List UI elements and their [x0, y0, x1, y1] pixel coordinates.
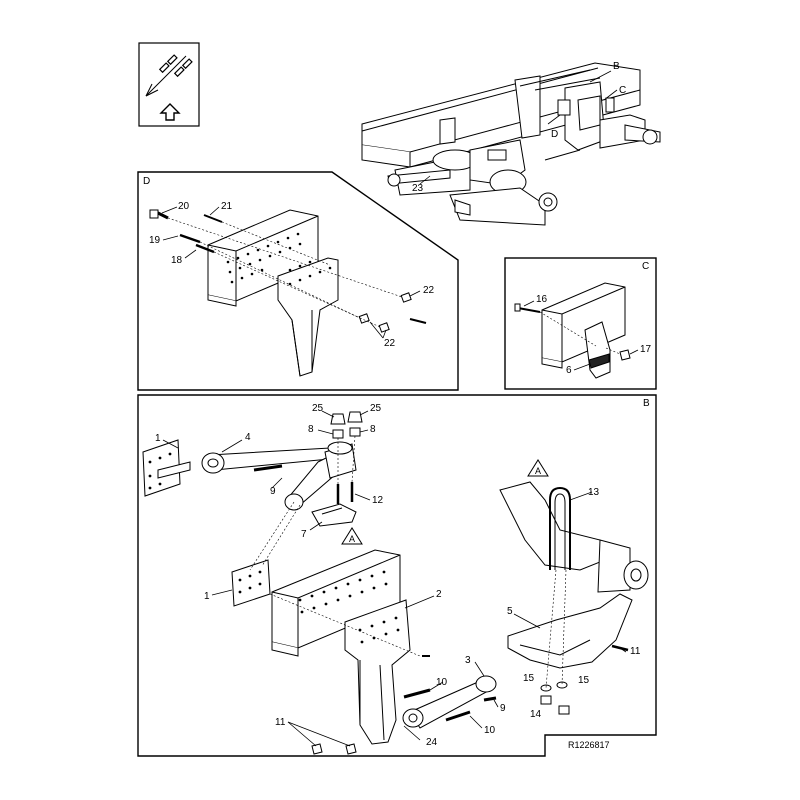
callout-label-7: 7 — [301, 529, 307, 540]
callout-label-8-right: 8 — [370, 424, 376, 435]
callout-label-5: 5 — [507, 606, 513, 617]
callout-label-11-right: 11 — [630, 646, 641, 657]
callout-label-11-left: 11 — [275, 717, 286, 728]
callout-label-17: 17 — [640, 344, 652, 355]
callout-label-15-right: 15 — [578, 675, 590, 686]
reference-code: R1226817 — [568, 740, 610, 750]
orientation-icon — [138, 42, 200, 127]
callout-label-1-lower: 1 — [204, 591, 210, 602]
view-a-marker — [341, 459, 549, 545]
callout-label-b-overview: B — [613, 61, 620, 72]
callout-label-10-lower: 10 — [484, 725, 496, 736]
detail-d-panel — [137, 171, 459, 391]
view-a-label-right: A — [535, 466, 542, 476]
callout-label-15-left: 15 — [523, 673, 535, 684]
callout-label-6: 6 — [566, 365, 572, 376]
callout-label-c-overview: C — [619, 85, 627, 96]
callout-label-2: 2 — [436, 589, 442, 600]
callout-label-12: 12 — [372, 495, 384, 506]
callout-label-16: 16 — [536, 294, 548, 305]
callout-label-20: 20 — [178, 201, 190, 212]
callout-label-8-left: 8 — [308, 424, 314, 435]
callout-label-24: 24 — [426, 737, 438, 748]
view-a-label-left: A — [349, 534, 356, 544]
callout-label-13: 13 — [588, 487, 600, 498]
callout-label-21: 21 — [221, 201, 233, 212]
callout-label-22-lower: 22 — [384, 338, 396, 349]
callout-label-9-lower: 9 — [500, 703, 506, 714]
detail-b-corner-label: B — [643, 398, 650, 409]
overview-callout-lines — [419, 70, 618, 185]
callout-label-18: 18 — [171, 255, 183, 266]
detail-c-corner-label: C — [642, 261, 650, 272]
overview-chassis-illustration — [361, 62, 661, 226]
detail-c-panel — [504, 257, 657, 390]
callout-label-25-right: 25 — [370, 403, 382, 414]
callout-label-9-upper: 9 — [270, 486, 276, 497]
callout-label-22-upper: 22 — [423, 285, 435, 296]
callout-label-1-upper: 1 — [155, 433, 161, 444]
callout-label-23: 23 — [412, 183, 424, 194]
detail-b-panel — [137, 394, 657, 757]
callout-label-10-upper: 10 — [436, 677, 448, 688]
callout-label-25-left: 25 — [312, 403, 324, 414]
callout-label-d-overview: D — [551, 129, 559, 140]
callout-label-14: 14 — [530, 709, 542, 720]
callout-label-4: 4 — [245, 432, 251, 443]
callout-label-3: 3 — [465, 655, 471, 666]
detail-d-corner-label: D — [143, 176, 151, 187]
callout-label-19: 19 — [149, 235, 161, 246]
